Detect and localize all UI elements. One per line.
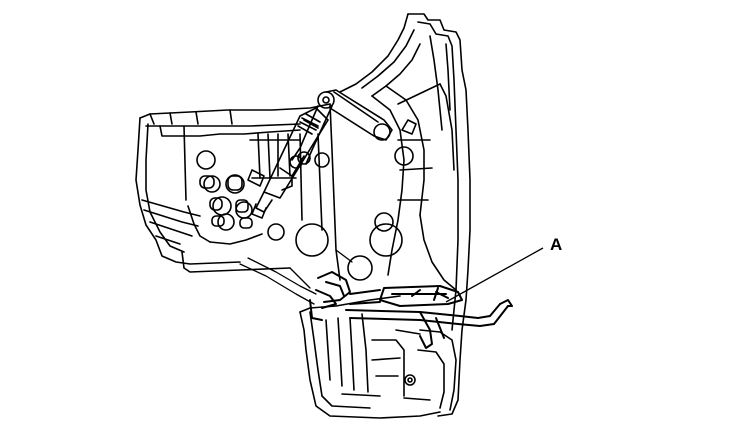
shift-actuator	[247, 107, 329, 219]
lower-housing	[299, 295, 457, 419]
right-housing	[339, 13, 471, 417]
cable-lines	[239, 249, 353, 305]
case-ports	[199, 175, 253, 229]
callout-a-leader	[445, 247, 544, 303]
transmission-case	[135, 103, 331, 273]
case-bosses	[196, 146, 416, 386]
bracket-a	[309, 271, 513, 349]
callout-a-label: A	[550, 235, 562, 254]
shift-lever-arm	[289, 89, 393, 169]
case-ribs	[249, 103, 341, 281]
callout-a: A	[445, 235, 562, 303]
